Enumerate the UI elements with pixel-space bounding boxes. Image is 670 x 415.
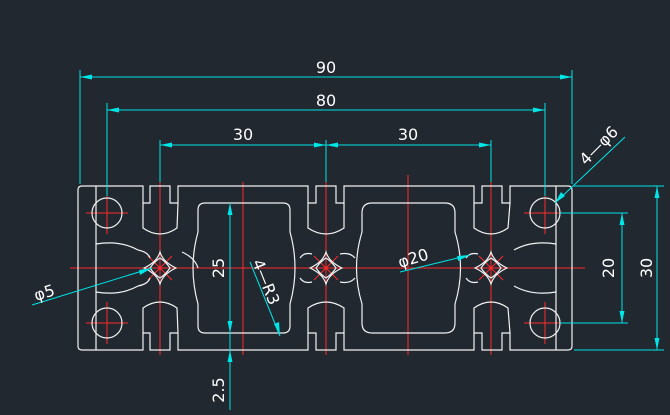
label-overall-height: 30 bbox=[637, 258, 656, 278]
label-slot-pitch-left: 30 bbox=[233, 125, 253, 144]
label-hole-span: 80 bbox=[316, 91, 336, 110]
center-bore-2 bbox=[308, 249, 344, 287]
centerlines bbox=[70, 175, 585, 355]
pocket-left bbox=[192, 202, 296, 334]
center-bore-3 bbox=[473, 249, 509, 287]
hole-bottom-left bbox=[91, 307, 123, 339]
leader-phi5 bbox=[31, 267, 153, 306]
leader-phi6 bbox=[554, 136, 626, 204]
label-corner-radius: 4—R3 bbox=[248, 256, 283, 307]
label-wall-thickness: 2.5 bbox=[209, 377, 228, 402]
hole-top-left bbox=[91, 197, 123, 229]
pocket-right bbox=[355, 202, 462, 334]
label-hole-pitch-vertical: 20 bbox=[599, 258, 618, 278]
label-slot-pitch-right: 30 bbox=[398, 125, 418, 144]
dimension-lines bbox=[31, 70, 664, 410]
label-overall-width: 90 bbox=[316, 58, 336, 77]
label-small-bore: φ5 bbox=[32, 281, 57, 305]
center-bore-1 bbox=[142, 249, 178, 287]
label-pocket-height: 25 bbox=[209, 258, 228, 278]
profile-outline bbox=[77, 185, 573, 351]
outer-contour bbox=[77, 185, 573, 351]
